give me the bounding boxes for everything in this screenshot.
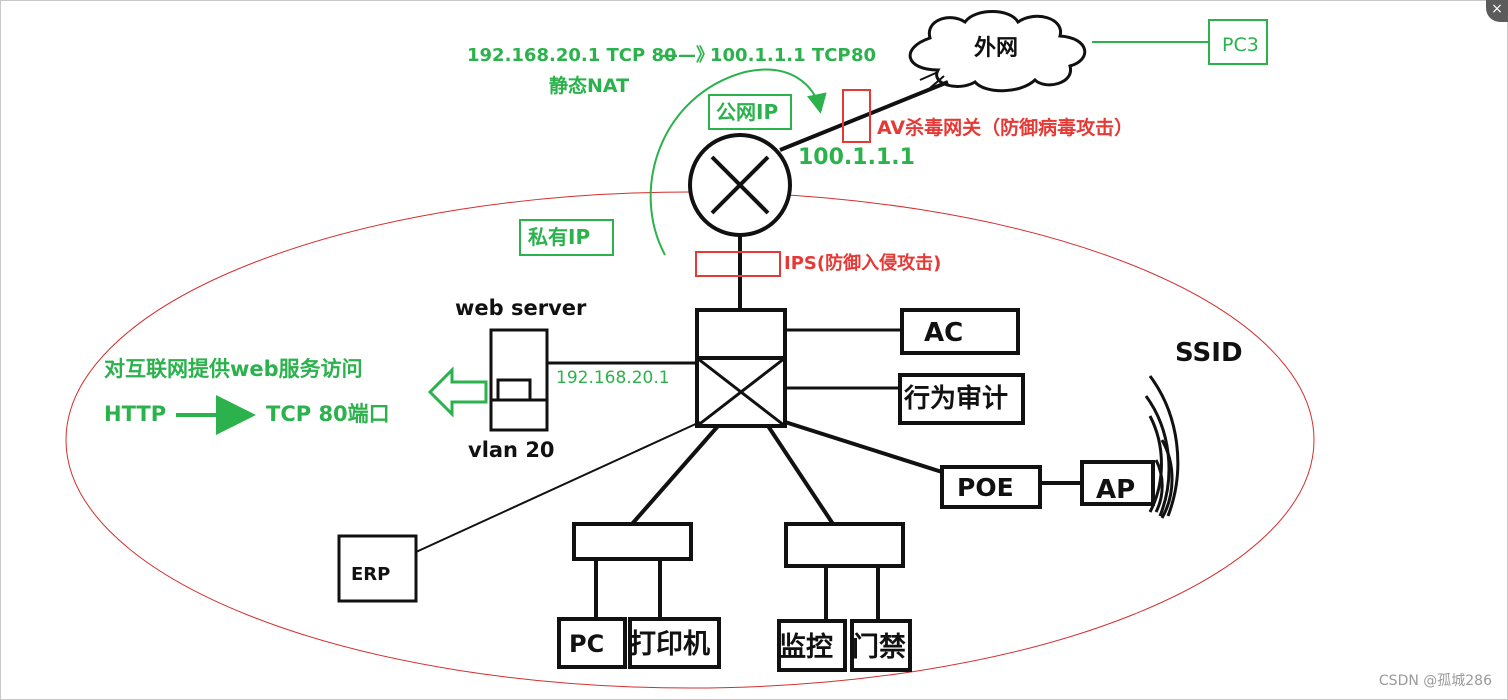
cloud-tail [919, 71, 945, 89]
lan-ellipse [65, 191, 1315, 689]
ips-box [695, 251, 781, 277]
poe-box [940, 465, 1042, 509]
printer-label: 打印机 [629, 629, 710, 660]
web-server-ip: 192.168.20.1 [556, 368, 670, 388]
web-server-icon [489, 328, 549, 432]
private-ip-label: 私有IP [528, 225, 591, 249]
av-gateway-box [842, 89, 871, 143]
pc-box [557, 617, 627, 669]
ac-box [900, 308, 1020, 355]
core-switch [695, 308, 787, 428]
private-ip-box [519, 219, 614, 256]
door-box [850, 619, 912, 672]
monitor-label: 监控 [779, 632, 833, 663]
audit-box [898, 373, 1025, 425]
pc3-label: PC3 [1222, 34, 1259, 56]
switch-left-access-link [630, 424, 720, 526]
printer-box [628, 617, 721, 669]
nat-mapping-right: 100.1.1.1 TCP [710, 45, 851, 66]
internet-label: 外网 [974, 36, 1019, 61]
ap-box [1080, 460, 1155, 506]
nat-curve-arrow [649, 68, 827, 256]
public-ip-box [708, 94, 792, 130]
watermark: CSDN @孤城286 [1378, 673, 1492, 689]
nat-port: 80 [851, 45, 877, 66]
switch-erp-link [415, 421, 701, 553]
access-control-label: 门禁 [852, 632, 906, 663]
nat-mapping-left: 192.168.20.1 TCP 80 [467, 45, 677, 66]
web-service-title: 对互联网提供web服务访问 [104, 357, 363, 381]
tcp-port-label: TCP 80端口 [266, 402, 390, 426]
router-cloud-link [779, 80, 949, 152]
switch-poe-link [784, 420, 943, 474]
erp-box [337, 534, 418, 603]
public-ip-address: 100.1.1.1 [798, 145, 915, 170]
ac-label: AC [924, 318, 964, 348]
erp-label: ERP [351, 564, 391, 585]
ips-label: IPS(防御入侵攻击) [784, 253, 942, 274]
monitor-box [777, 619, 847, 672]
pc-label: PC [569, 630, 605, 658]
static-nat-label: 静态NAT [549, 75, 630, 97]
close-icon[interactable]: × [1486, 0, 1508, 22]
wifi-signal-icon [1144, 375, 1180, 519]
http-label: HTTP [104, 402, 167, 426]
nat-mapping-arrow: ——》 [660, 45, 714, 66]
web-server-label: web server [455, 296, 587, 320]
ssid-label: SSID [1175, 338, 1243, 368]
web-service-arrow [427, 366, 488, 418]
internet-cloud [908, 10, 1087, 93]
right-access-switch [784, 522, 905, 568]
poe-label: POE [957, 473, 1014, 502]
ap-label: AP [1096, 475, 1136, 505]
av-gateway-label: AV杀毒网关（防御病毒攻击） [877, 117, 1134, 139]
pc3-box [1208, 19, 1268, 65]
audit-label: 行为审计 [904, 384, 1009, 414]
router-icon [688, 133, 792, 237]
switch-right-access-link [766, 424, 835, 526]
public-ip-label: 公网IP [716, 100, 779, 124]
left-access-switch [572, 522, 693, 561]
vlan-label: vlan 20 [468, 438, 555, 462]
